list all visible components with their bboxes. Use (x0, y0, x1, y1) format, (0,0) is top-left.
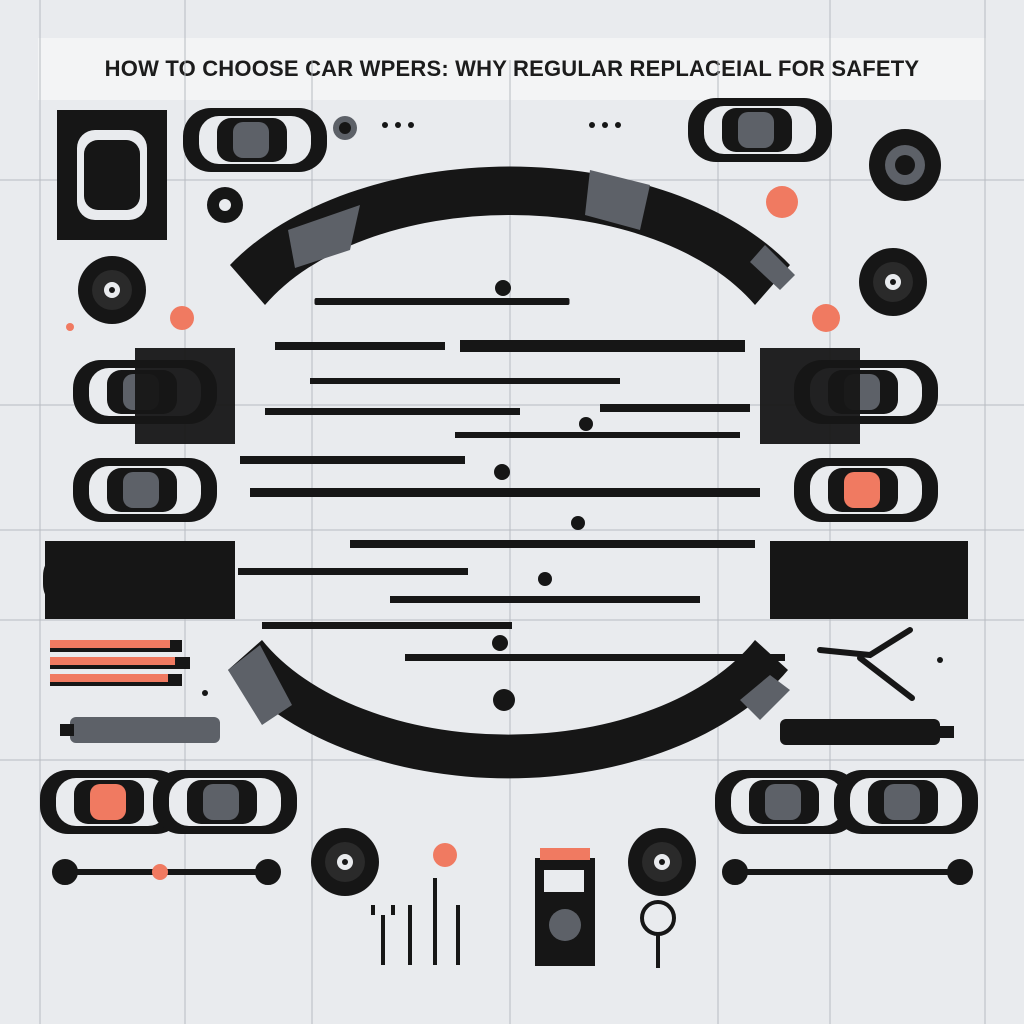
page-title: HOW TO CHOOSE CAR WPERS: WHY REGULAR REP… (104, 56, 920, 81)
umbrella (640, 900, 676, 968)
left-car-1 (57, 110, 167, 240)
bottom-wrench-right (722, 859, 973, 885)
title-banner: HOW TO CHOOSE CAR WPERS: WHY REGULAR REP… (38, 38, 986, 100)
right-marker (780, 719, 954, 745)
wiper-blades (238, 280, 785, 711)
left-markers (50, 640, 220, 743)
wiper-pack (535, 848, 595, 966)
bottom-wrench-left (52, 859, 281, 885)
bottom-tools (371, 843, 460, 965)
bottom-arc (228, 640, 790, 779)
pliers (817, 627, 915, 701)
top-arc (230, 166, 795, 305)
